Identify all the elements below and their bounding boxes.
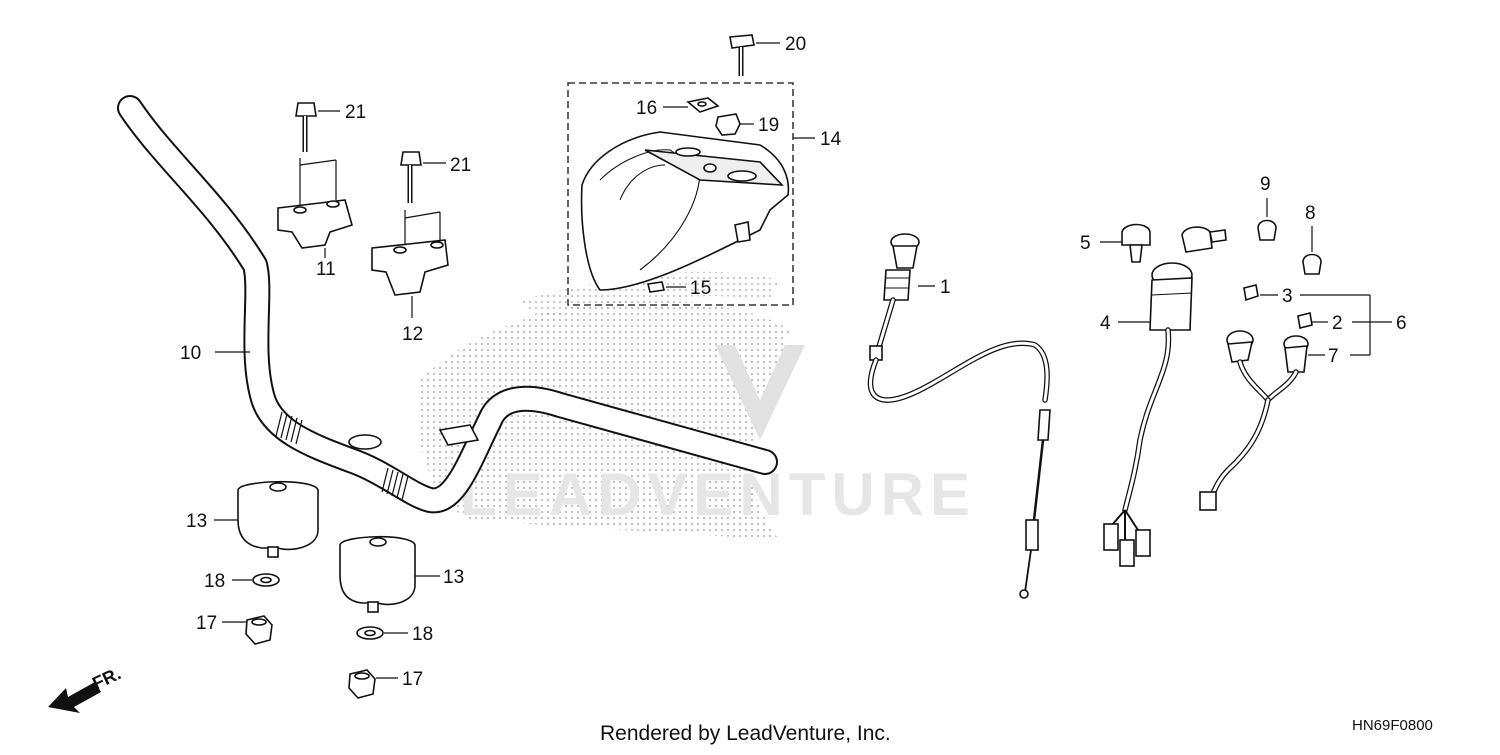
callout-16: 16 [636,98,657,119]
callout-18-b: 18 [412,624,433,645]
front-direction-arrow-icon [48,682,101,713]
clip-16 [686,97,720,113]
upper-holder-12 [371,239,449,296]
callout-17-a: 17 [196,613,217,634]
rendered-by-text: Rendered by LeadVenture, Inc. [600,722,891,745]
leader-21a [299,110,340,205]
upper-holder-11 [277,199,353,249]
callout-3: 3 [1282,286,1293,307]
callout-1: 1 [940,277,951,298]
callout-12: 12 [402,324,423,345]
screw-19 [715,113,741,136]
callout-21-b: 21 [450,155,471,176]
handlebar [117,95,778,514]
callout-13-b: 13 [443,567,464,588]
watermark-text: LEADVENTURE [460,461,976,528]
callout-4: 4 [1100,313,1111,334]
logo-stipple-wing [520,271,780,320]
watermark-logo [715,345,805,440]
bolt-21-b [400,151,422,203]
callout-18-a: 18 [204,571,225,592]
socket-harness [1199,330,1309,511]
callout-13-a: 13 [186,511,207,532]
screw-20 [729,34,755,76]
nut-17-b [348,669,376,699]
callout-10: 10 [180,343,201,364]
leader-21b [404,162,446,245]
cap-8 [1302,253,1322,275]
callout-8: 8 [1305,203,1316,224]
callout-2: 2 [1332,313,1343,334]
callout-9: 9 [1260,174,1271,195]
callout-14: 14 [820,129,842,150]
callout-6: 6 [1396,313,1407,334]
callout-15: 15 [690,278,711,299]
spring-nut-15 [647,281,665,293]
key-5 [1121,223,1151,263]
callout-5: 5 [1080,233,1091,254]
lower-holder-13-a [237,480,319,558]
callout-11: 11 [316,259,336,280]
cap-2 [1297,312,1313,329]
ignition-switch [1103,226,1227,567]
cap-3 [1243,284,1259,302]
callout-19: 19 [758,115,779,136]
nut-17-a [245,615,273,645]
callout-17-b: 17 [402,669,423,690]
callout-21-a: 21 [345,102,366,123]
cap-9 [1257,219,1277,241]
diagram-code: HN69F0800 [1352,717,1433,734]
leader-6-bracket [1260,294,1392,356]
handle-cover [580,131,790,291]
cover-assembly-box [567,82,794,306]
lower-holder-13-b [339,535,416,613]
bolt-21-a [295,102,317,152]
callout-20: 20 [785,34,806,55]
choke-cable [867,233,1051,599]
callout-7: 7 [1328,346,1339,367]
washer-18-b [356,626,384,640]
washer-18-a [252,573,280,587]
